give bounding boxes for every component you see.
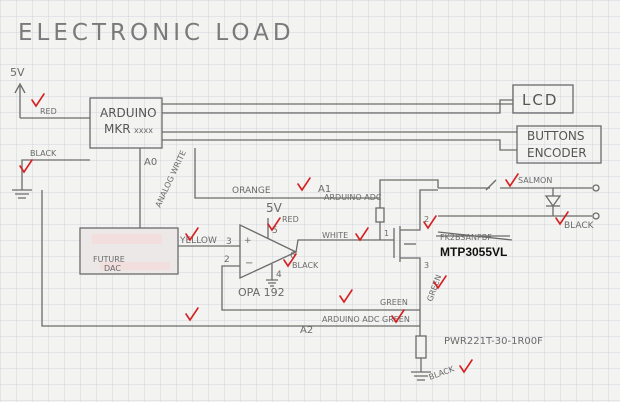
left-return-wire [41,190,420,327]
mosfet-struck-part: FK2BSANPBF [440,233,492,242]
shunt-label: PWR221T-30-1R00F [444,336,543,347]
pin-a1: A1 [318,184,331,195]
future-dac-box: FUTURE DAC [79,227,179,275]
check-mark [505,173,519,188]
wire-green-label: GREEN [380,298,408,307]
arduino-line1: ARDUINO [100,106,157,120]
lcd-label: LCD [522,91,558,109]
shunt-resistor: PWR221T-30-1R00F [415,335,543,372]
buttons-line2: ENCODER [527,146,587,160]
opamp-pin3: 3 [226,237,232,247]
mosfet-pin2: 2 [424,215,429,224]
opamp-black-label: BLACK [292,261,319,270]
a1-orange-wire: ORANGE A1 ARDUINO ADC [194,148,439,202]
check-mark [433,275,447,290]
white-wire [295,239,394,253]
mosfet-pin3: 3 [424,261,429,270]
check-mark [185,227,199,242]
arduino-line2: MKR [104,122,131,136]
mosfet-pin1: 1 [384,229,389,238]
arduino-mkr-box: ARDUINO MKR xxxx [89,97,163,149]
check-mark [31,93,45,108]
check-mark [185,307,199,322]
dac-line1: FUTURE [93,255,125,264]
check-mark [339,289,353,304]
opamp-opa192: + − 3 2 5V RED 5 4 BLACK 6 OPA 192 [224,201,319,299]
wire-adc-a1-label: ARDUINO ADC [324,193,382,202]
output-minus-label: BLACK [564,221,595,231]
opamp-pin6: 6 [290,251,296,261]
gate-pulldown: 1 [375,198,389,240]
red-check-marks [19,93,569,374]
opamp-pin5: 5 [272,226,278,236]
check-mark [19,159,33,174]
opamp-red-label: RED [282,215,299,224]
opamp-pin4: 4 [276,270,282,280]
supply-wire-label: RED [40,107,57,116]
check-mark [267,217,281,232]
lcd-box: LCD [162,84,574,114]
check-mark [391,309,405,324]
check-mark [459,359,473,374]
wire-yellow-label: YELLOW [179,236,217,246]
supply-5v: 5V RED [10,66,90,119]
left-ground: BLACK [12,149,90,199]
arduino-suffix: xxxx [134,126,153,135]
buttons-encoder-box: BUTTONS ENCODER [162,125,602,164]
ground-label: BLACK [30,149,57,158]
pin-a2: A2 [300,325,313,336]
supply-label: 5V [10,66,25,79]
mosfet: 2 3 FK2BSANPBF MTP3055VL [393,189,513,326]
wire-adc-green-label: ARDUINO ADC GREEN [322,315,410,324]
opamp-plus: + [244,236,252,246]
check-mark [297,177,311,192]
wire-orange-label: ORANGE [232,186,271,196]
dac-line2: DAC [104,264,121,273]
check-mark [423,215,437,230]
opamp-supply: 5V [266,201,283,215]
feedback-wire [221,265,420,311]
output-plus-label: SALMON [518,176,552,185]
output-terminals: SALMON BLACK [438,176,600,231]
pin-a0: A0 [144,157,157,168]
diagram-title: ELECTRONIC LOAD [18,20,295,46]
opamp-minus: − [245,258,253,269]
opamp-pin2: 2 [224,255,230,265]
opamp-name: OPA 192 [238,286,285,299]
mosfet-label: MTP3055VL [440,245,507,259]
wire-white-label: WHITE [322,231,348,240]
buttons-line1: BUTTONS [527,129,585,143]
check-mark [283,253,297,268]
check-mark [355,227,369,242]
check-mark [555,211,569,226]
